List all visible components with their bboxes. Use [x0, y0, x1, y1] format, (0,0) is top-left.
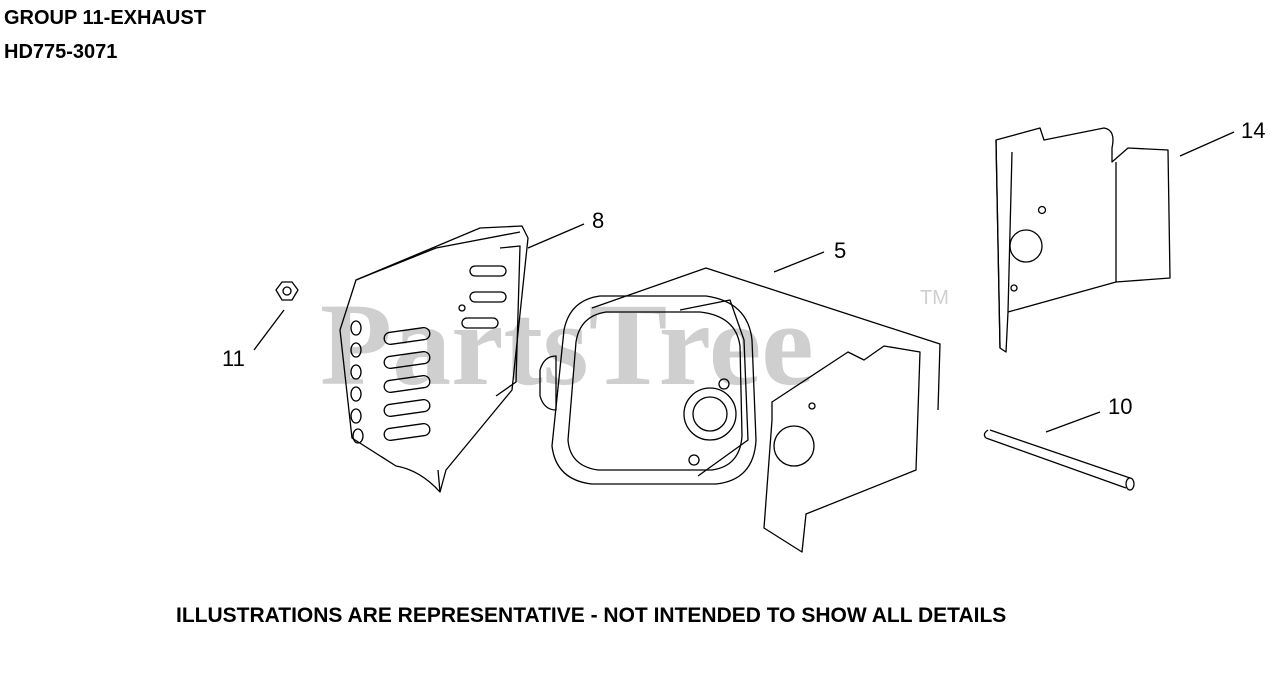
callout-5: 5 [834, 238, 846, 263]
part-11-nut [275, 281, 299, 301]
model-number: HD775-3071 [4, 41, 118, 63]
part-8-muffler-guard [339, 225, 529, 493]
watermark-tm: TM [920, 287, 949, 309]
callout-11: 11 [222, 346, 245, 371]
watermark-text: PartsTree [320, 279, 814, 410]
leader-11 [253, 309, 285, 351]
leader-8 [527, 223, 585, 249]
leader-14 [1179, 131, 1235, 157]
part-5-muffler [539, 267, 941, 553]
leader-10 [1045, 411, 1101, 433]
callout-10: 10 [1108, 394, 1132, 419]
part-14-heat-shield [995, 127, 1171, 353]
part-10-rod [983, 429, 1135, 491]
group-title: GROUP 11-EXHAUST [4, 7, 206, 29]
leader-5 [773, 251, 825, 273]
callout-8: 8 [592, 208, 604, 233]
callout-14: 14 [1241, 118, 1265, 143]
disclaimer-footer: ILLUSTRATIONS ARE REPRESENTATIVE - NOT I… [176, 604, 1007, 627]
